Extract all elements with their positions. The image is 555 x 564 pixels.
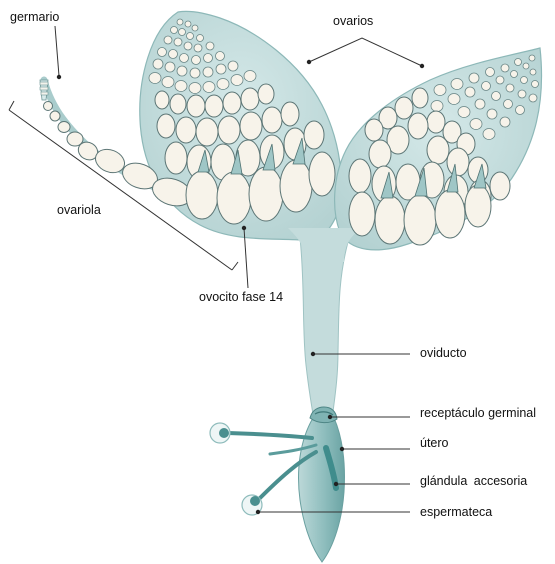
label-ovariola: ovariola xyxy=(57,203,101,217)
espermateca-upper xyxy=(210,423,230,443)
oviduct xyxy=(300,238,348,420)
label-oviducto: oviducto xyxy=(420,346,467,360)
leader-ovarios xyxy=(309,38,422,66)
label-glandula-accesoria: glándula accesoria xyxy=(420,474,527,488)
label-ovarios: ovarios xyxy=(333,14,373,28)
ovary-junction xyxy=(288,228,362,262)
label-utero: útero xyxy=(420,436,449,450)
leader-germario xyxy=(55,26,59,76)
label-ovocito-fase-14: ovocito fase 14 xyxy=(199,290,283,304)
label-germario: germario xyxy=(10,10,59,24)
label-receptaculo-germinal: receptáculo germinal xyxy=(420,406,536,420)
espermateca-duct-upper xyxy=(228,433,312,438)
label-espermateca: espermateca xyxy=(420,505,492,519)
